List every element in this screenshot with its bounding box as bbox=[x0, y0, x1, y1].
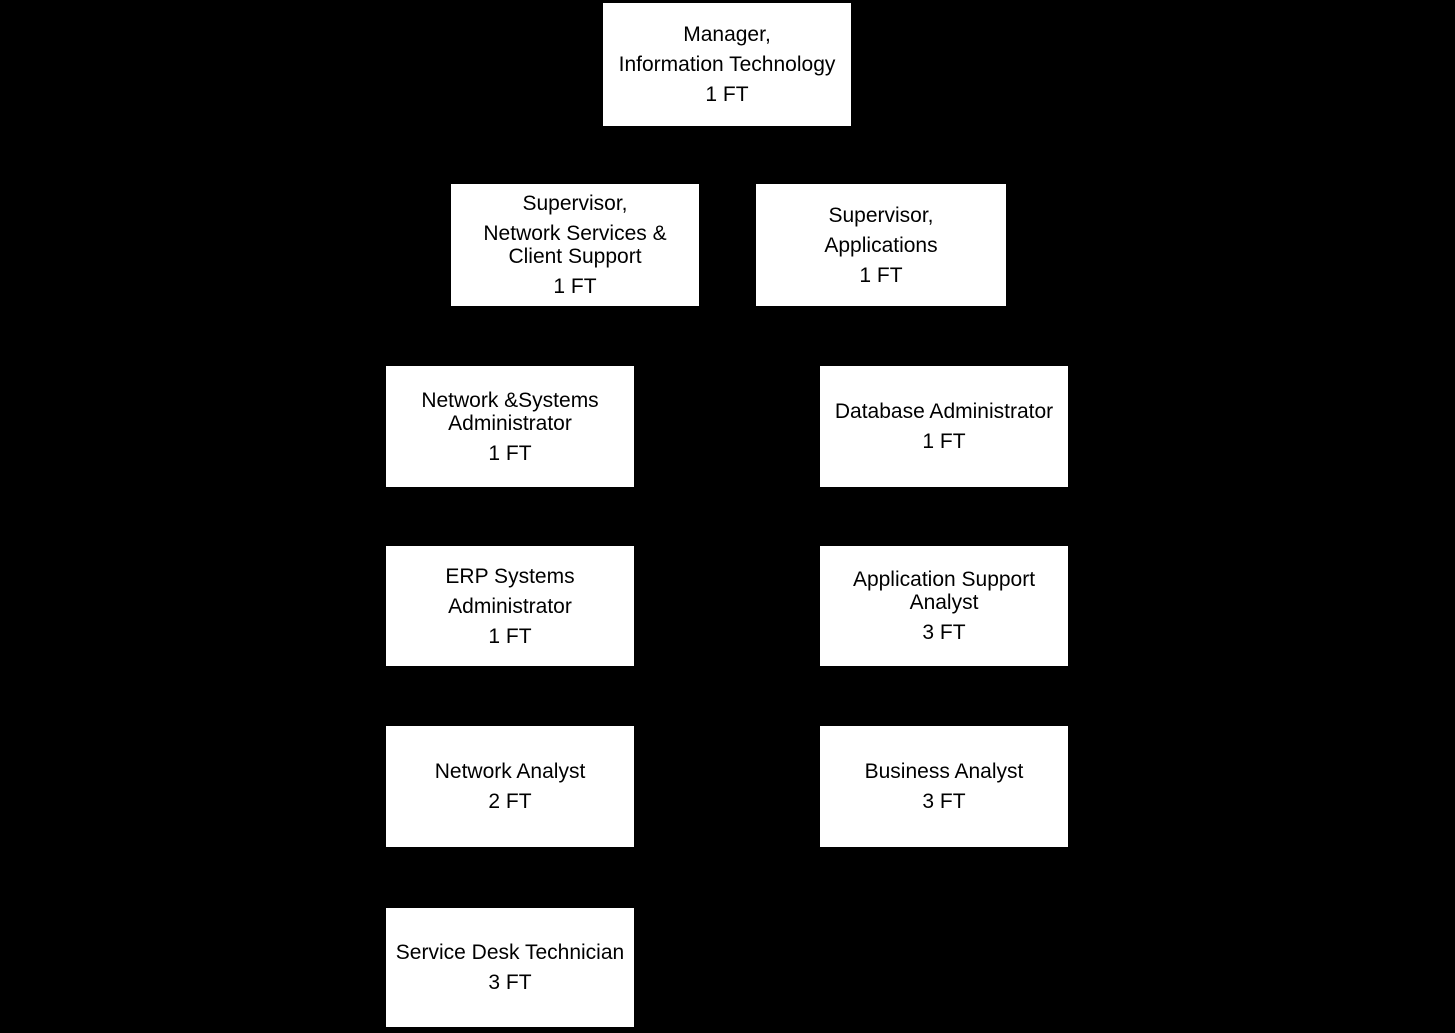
org-node-network-analyst: Network Analyst 2 FT bbox=[385, 725, 635, 848]
node-title-line: Administrator bbox=[448, 594, 572, 618]
node-title-line: Application Support Analyst bbox=[852, 568, 1036, 614]
node-fte-count: 1 FT bbox=[488, 441, 532, 465]
org-node-erp-systems-administrator: ERP Systems Administrator 1 FT bbox=[385, 545, 635, 667]
node-title-line: Network Analyst bbox=[434, 760, 586, 783]
node-fte-count: 2 FT bbox=[488, 790, 532, 813]
node-fte-count: 3 FT bbox=[922, 790, 966, 813]
node-title-line: Business Analyst bbox=[864, 760, 1024, 783]
org-node-service-desk-technician: Service Desk Technician 3 FT bbox=[385, 907, 635, 1028]
node-title-line: Database Administrator bbox=[834, 400, 1054, 423]
node-title-line: Manager, bbox=[683, 23, 771, 46]
node-fte-count: 3 FT bbox=[922, 621, 966, 644]
node-title-line: Network Services & Client Support bbox=[483, 222, 667, 268]
node-title-line: Supervisor, bbox=[522, 192, 628, 215]
node-title-line: Information Technology bbox=[618, 53, 836, 76]
node-title-line: Service Desk Technician bbox=[395, 941, 625, 964]
node-title-line: Applications bbox=[824, 233, 938, 257]
node-title-line: Network &Systems Administrator bbox=[421, 388, 599, 435]
node-title-line: Supervisor, bbox=[828, 203, 934, 227]
org-node-manager-information-technology: Manager, Information Technology 1 FT bbox=[602, 2, 852, 127]
org-node-database-administrator: Database Administrator 1 FT bbox=[819, 365, 1069, 488]
org-node-supervisor-network-services: Supervisor, Network Services & Client Su… bbox=[450, 183, 700, 307]
node-fte-count: 1 FT bbox=[922, 430, 966, 453]
node-fte-count: 1 FT bbox=[705, 83, 749, 106]
node-fte-count: 1 FT bbox=[488, 624, 532, 648]
node-title-line: ERP Systems bbox=[445, 564, 575, 588]
org-node-supervisor-applications: Supervisor, Applications 1 FT bbox=[755, 183, 1007, 307]
org-node-application-support-analyst: Application Support Analyst 3 FT bbox=[819, 545, 1069, 667]
org-node-network-systems-administrator: Network &Systems Administrator 1 FT bbox=[385, 365, 635, 488]
node-fte-count: 3 FT bbox=[488, 971, 532, 994]
node-fte-count: 1 FT bbox=[553, 275, 597, 298]
node-fte-count: 1 FT bbox=[859, 263, 903, 287]
org-node-business-analyst: Business Analyst 3 FT bbox=[819, 725, 1069, 848]
